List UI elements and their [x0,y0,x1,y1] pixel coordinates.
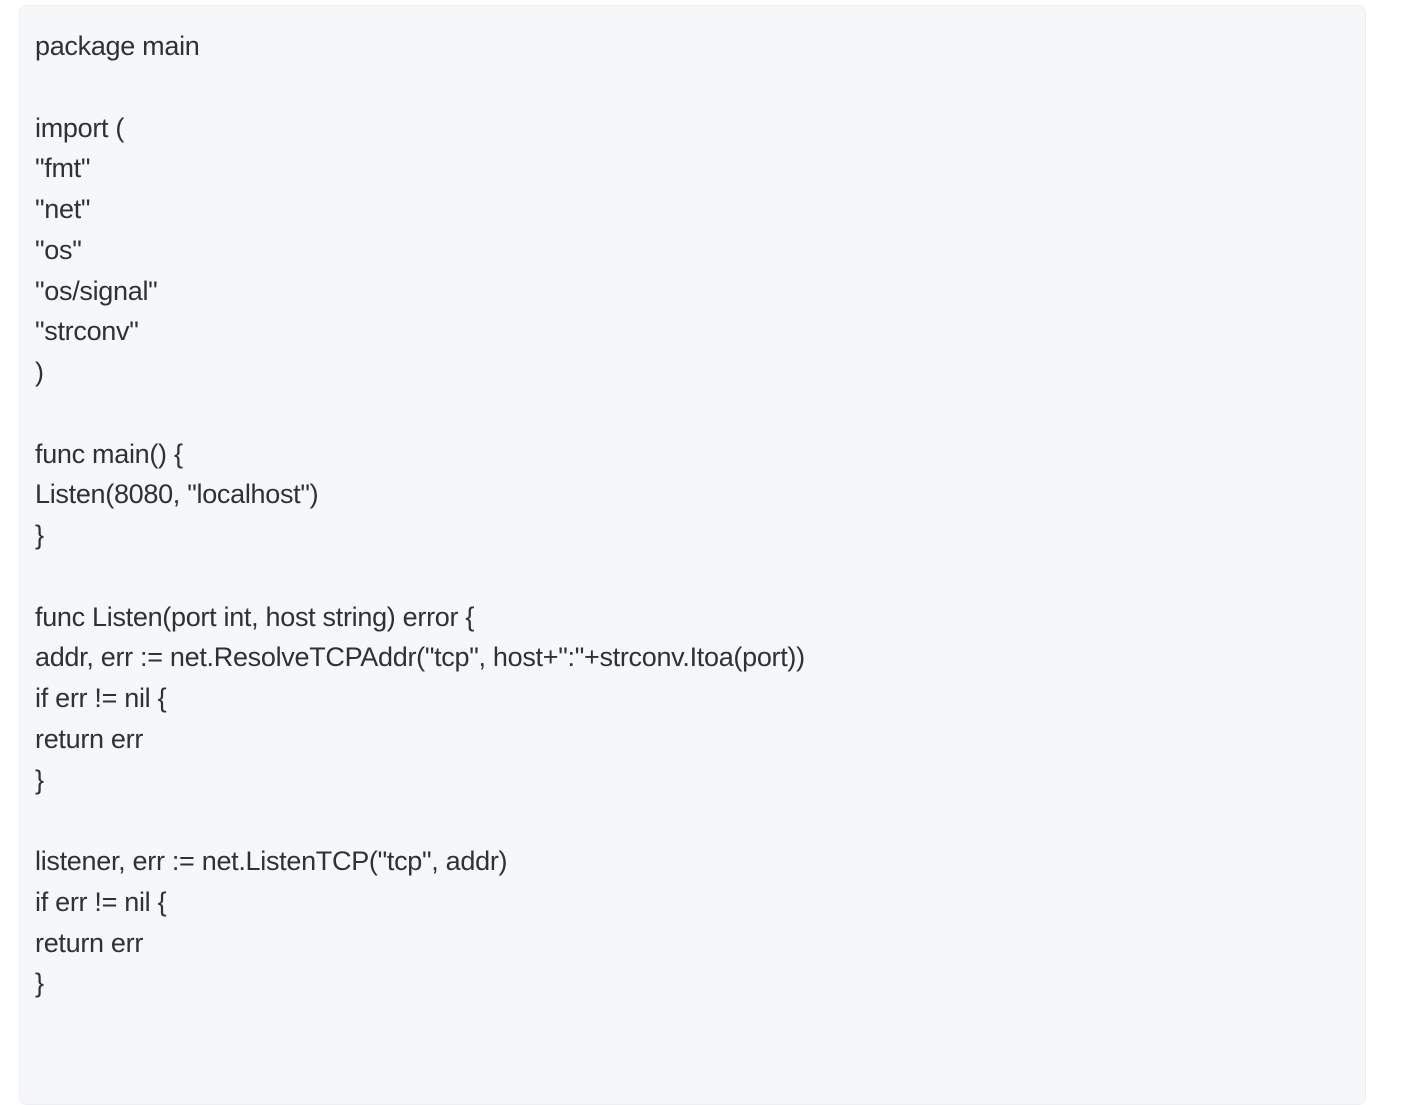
code-line: return err [35,723,144,754]
code-line: Listen(8080, "localhost") [35,479,319,510]
code-line: func main() { [35,438,183,469]
code-line: listener, err := net.ListenTCP("tcp", ad… [35,846,508,876]
code-line: package main [35,31,200,61]
code-line: if err != nil { [35,886,167,917]
code-line: } [35,764,44,795]
code-line [35,800,1365,841]
code-line [35,556,1365,597]
code-line: if err != nil { [35,683,167,713]
code-line: "strconv" [35,316,139,347]
code-line [35,67,1365,108]
code-line: } [35,968,44,999]
code-line: func Listen(port int, host string) error… [35,601,475,632]
code-line: "fmt" [35,153,91,184]
code-block: package main import ( "fmt" "net" "os" "… [19,5,1366,1105]
code-line: } [35,520,44,550]
code-line: "os" [35,234,82,265]
code-line: import ( [35,112,125,143]
code-line: ) [35,357,44,387]
code-line: return err [35,927,144,958]
code-line: addr, err := net.ResolveTCPAddr("tcp", h… [35,642,805,673]
code-line: "net" [35,194,91,224]
code-line: "os/signal" [35,275,158,306]
code-line [35,393,1365,434]
